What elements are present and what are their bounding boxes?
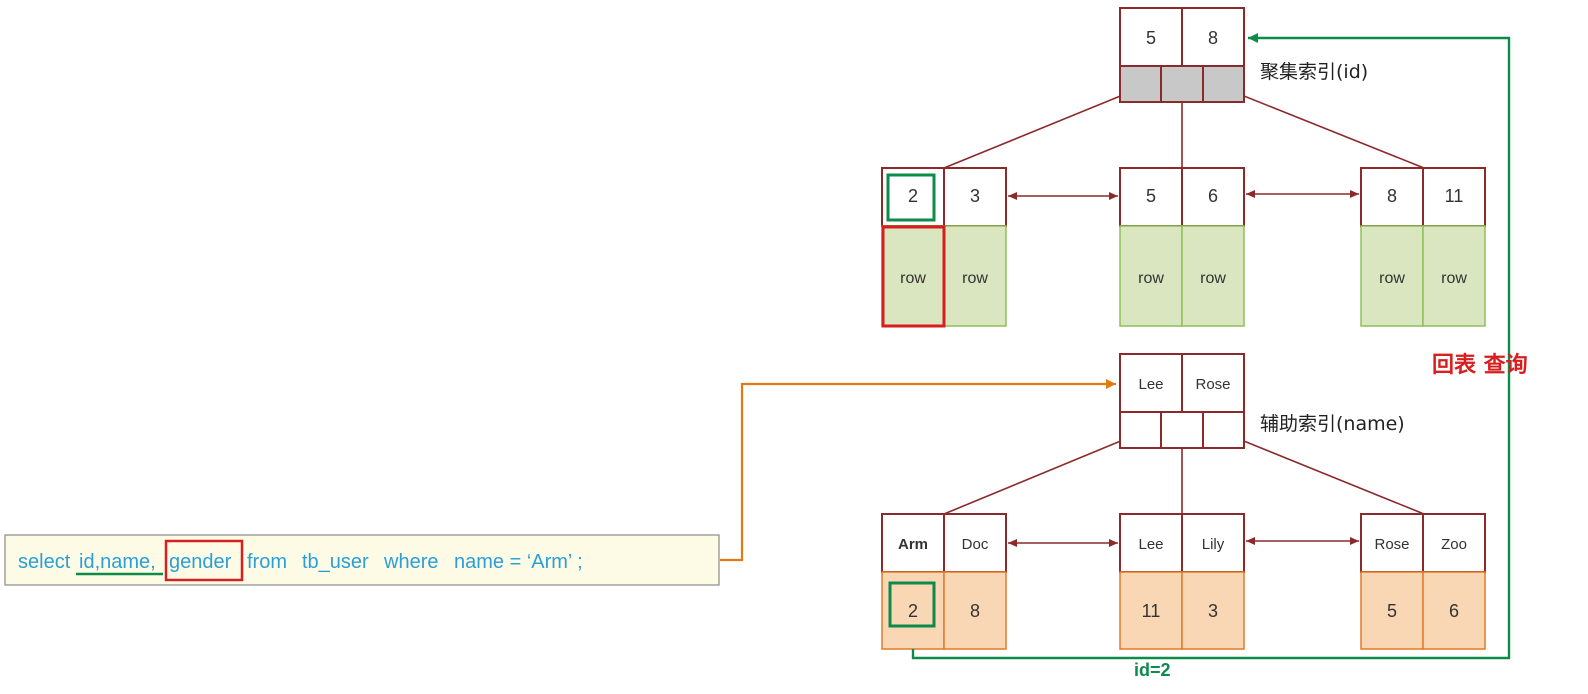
clustered-leaf-3-key-2: 11 bbox=[1445, 186, 1464, 206]
clustered-leaf-1-key-1: 2 bbox=[908, 186, 918, 206]
highlight-gender-box bbox=[164, 539, 244, 582]
secondary-leaf-1-id-1: 2 bbox=[908, 601, 918, 621]
secondary-index-label: 辅助索引(name) bbox=[1260, 413, 1405, 435]
query-to-secondary-arrow bbox=[720, 379, 1116, 562]
secondary-leaf-3-id-2: 6 bbox=[1449, 601, 1459, 621]
clustered-leaf-3-key-1: 8 bbox=[1387, 186, 1397, 206]
secondary-root-node: Lee Rose bbox=[1119, 353, 1245, 449]
secondary-leaf-1-key-1: Arm bbox=[898, 536, 928, 553]
secondary-leaf-2-key-1: Lee bbox=[1138, 536, 1163, 553]
secondary-link-left bbox=[943, 432, 1141, 515]
secondary-leaf-1: Arm Doc 2 8 bbox=[881, 513, 1007, 650]
clustered-root-node: 5 8 bbox=[1119, 7, 1245, 103]
sql-query-box: select id,name, gender from tb_user wher… bbox=[4, 534, 720, 586]
sql-condition: name = ‘Arm’ ; bbox=[454, 551, 583, 573]
secondary-leaf-1-id-2: 8 bbox=[970, 601, 980, 621]
clustered-leaf-3-row-2: row bbox=[1441, 270, 1467, 287]
secondary-leaf-3-id-1: 5 bbox=[1387, 601, 1397, 621]
highlight-secondary-id-box bbox=[888, 581, 936, 628]
sql-keyword-where: where bbox=[383, 551, 438, 573]
clustered-leaf-1-row-2: row bbox=[962, 270, 988, 287]
secondary-leaf-2: Lee Lily 11 3 bbox=[1119, 513, 1245, 650]
clustered-leaf-2-key-1: 5 bbox=[1146, 186, 1156, 206]
sql-keyword-select: select bbox=[18, 551, 71, 573]
secondary-link-right bbox=[1223, 432, 1425, 515]
id-equals-label: id=2 bbox=[1134, 660, 1171, 680]
secondary-leaf-2-id-1: 11 bbox=[1142, 601, 1161, 621]
clustered-leaf-1-key-2: 3 bbox=[970, 186, 980, 206]
secondary-leaf-2-key-2: Lily bbox=[1202, 536, 1225, 553]
secondary-leaf-3-key-1: Rose bbox=[1374, 536, 1409, 553]
clustered-leaf-1: 2 3 row row bbox=[881, 167, 1007, 328]
sql-table-name: tb_user bbox=[302, 551, 369, 573]
lookup-back-label: 回表 查询 bbox=[1432, 352, 1528, 378]
clustered-leaf-3-row-1: row bbox=[1379, 270, 1405, 287]
secondary-leaf-1-key-2: Doc bbox=[962, 536, 989, 553]
highlight-id-2-box bbox=[886, 173, 936, 222]
secondary-leaf-3-key-2: Zoo bbox=[1441, 536, 1467, 553]
clustered-leaf-2: 5 6 row row bbox=[1119, 167, 1245, 327]
clustered-index: 5 8 聚集索引(id) 2 3 row row 5 6 row row bbox=[881, 7, 1486, 328]
secondary-root-key-2: Rose bbox=[1195, 376, 1230, 393]
highlight-row-box bbox=[881, 225, 946, 328]
lookup-back-arrow bbox=[911, 33, 1511, 660]
clustered-leaf-2-row-2: row bbox=[1200, 270, 1226, 287]
sql-column-gender: gender bbox=[169, 551, 232, 573]
secondary-root-key-1: Lee bbox=[1138, 376, 1163, 393]
secondary-index: Lee Rose 辅助索引(name) Arm Doc 2 8 Lee Lily… bbox=[881, 353, 1486, 650]
clustered-link-left bbox=[943, 87, 1141, 169]
clustered-root-key-2: 8 bbox=[1208, 28, 1218, 48]
clustered-leaf-2-key-2: 6 bbox=[1208, 186, 1218, 206]
sql-columns-id-name: id,name, bbox=[79, 551, 156, 573]
secondary-leaf-2-id-2: 3 bbox=[1208, 601, 1218, 621]
clustered-index-label: 聚集索引(id) bbox=[1260, 61, 1368, 83]
clustered-root-key-1: 5 bbox=[1146, 28, 1156, 48]
clustered-leaf-2-row-1: row bbox=[1138, 270, 1164, 287]
secondary-leaf-3: Rose Zoo 5 6 bbox=[1360, 513, 1486, 650]
clustered-leaf-1-row-1: row bbox=[900, 270, 926, 287]
clustered-leaf-3: 8 11 row row bbox=[1360, 167, 1486, 327]
clustered-link-right bbox=[1223, 87, 1425, 169]
sql-keyword-from: from bbox=[247, 551, 287, 573]
